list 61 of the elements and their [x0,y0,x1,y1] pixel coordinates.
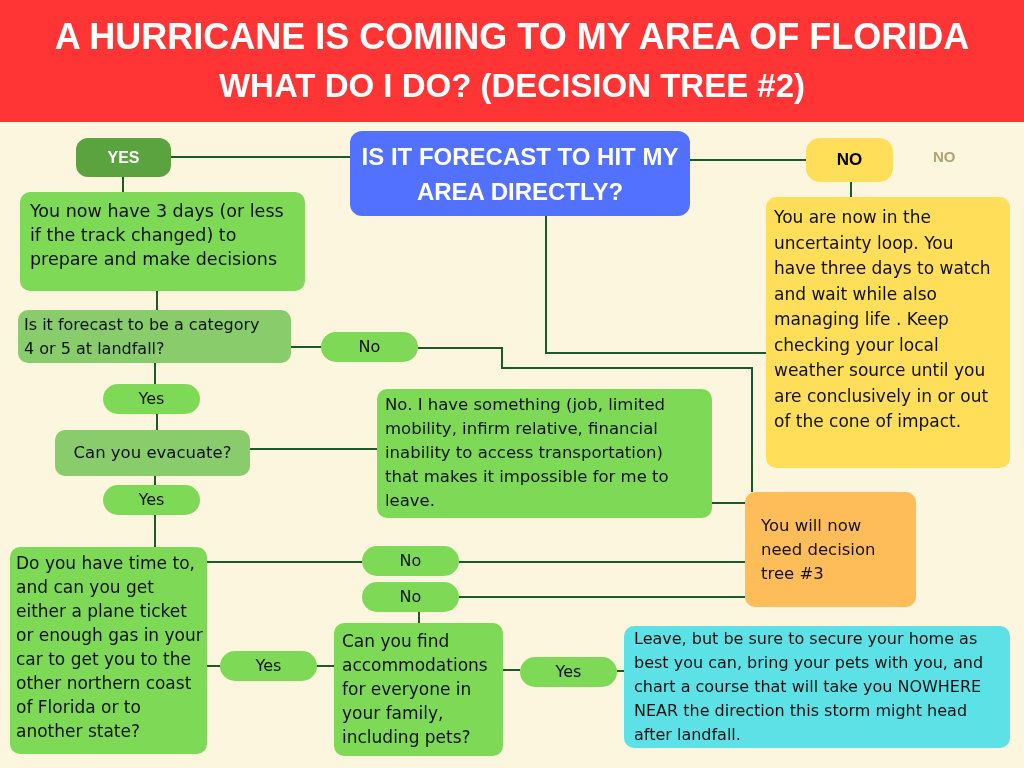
connector-line [502,669,521,671]
faded-label: NO [933,148,956,166]
step-text: You now have 3 days (or less if the track changed) to prepare and make decisions [30,200,285,271]
answer-label: No [357,337,382,357]
answer-box [377,389,712,518]
question-box [334,623,503,756]
connector-line [206,561,363,563]
outcome-text: You will now need decision tree #3 [761,515,877,585]
answer-label: NO [835,151,864,169]
answer-label: Yes [137,490,166,510]
connector-line [711,502,746,504]
connector-line [616,670,625,672]
question-text: IS IT FORECAST TO HIT MY AREA DIRECTLY? [360,141,680,207]
connector-line [154,475,156,486]
question-box [18,310,291,363]
connector-line [458,561,746,563]
outcome-box [766,197,1010,468]
connector-line [122,176,124,193]
answer-label: No [398,551,423,571]
answer-label: No [398,587,423,607]
question-text: Can you evacuate? [72,442,233,464]
step-box [20,192,305,291]
connector-line [417,347,753,493]
title-text: A HURRICANE IS COMING TO MY AREA OF FLORIDA [54,16,970,58]
answer-pill [362,582,459,612]
question-text: Is it forecast to be a category 4 or 5 at landfall? [24,314,261,360]
connector-line [290,346,322,348]
connector-line [458,596,746,598]
connector-line [689,159,807,161]
question-box [55,430,250,476]
outcome-text: You are now in the uncertainty loop. You have three days to watch and wait while also managing life . Keep checking your local weather source until you are conclusively in or out of the cone of impact. [774,206,992,433]
answer-pill [520,657,617,687]
answer-text: No. I have something (job, limited mobility, infirm relative, financial inability to access transportation) that makes it impossible for me to leave. [385,394,670,512]
answer-pill [220,651,317,681]
answer-pill [76,138,171,177]
outcome-text: Leave, but be sure to secure your home as best you can, bring your pets with you, and chart a course that will take you NOWHERE NEAR the direction this storm might head after landfall. [634,628,985,746]
answer-pill [321,332,418,362]
connector-line [249,448,378,450]
connector-line [154,362,156,385]
connector-line [850,181,852,198]
subtitle-text: WHAT DO I DO? (DECISION TREE #2) [218,67,806,105]
answer-pill [806,138,893,182]
answer-pill [103,384,200,414]
decision-box [350,131,690,216]
connector-line [170,156,351,158]
connector-line [545,215,767,354]
question-text: Do you have time to, and can you get either a plane ticket or enough gas in your car to get you to the other northern coast of Florida or to another state? [16,552,204,743]
answer-label: Yes [554,662,583,682]
answer-label: YES [106,148,141,167]
connector-line [156,290,158,311]
question-text: Can you find accommodations for everyone in your family, including pets? [342,630,489,749]
connector-line [316,665,335,667]
connector-line [206,665,221,667]
connector-line [418,611,420,624]
answer-label: Yes [137,389,166,409]
answer-pill [103,485,200,515]
connector-line [156,413,158,431]
answer-label: Yes [254,656,283,676]
outcome-box [745,492,916,607]
connector-line [154,514,156,548]
answer-pill [362,546,459,576]
